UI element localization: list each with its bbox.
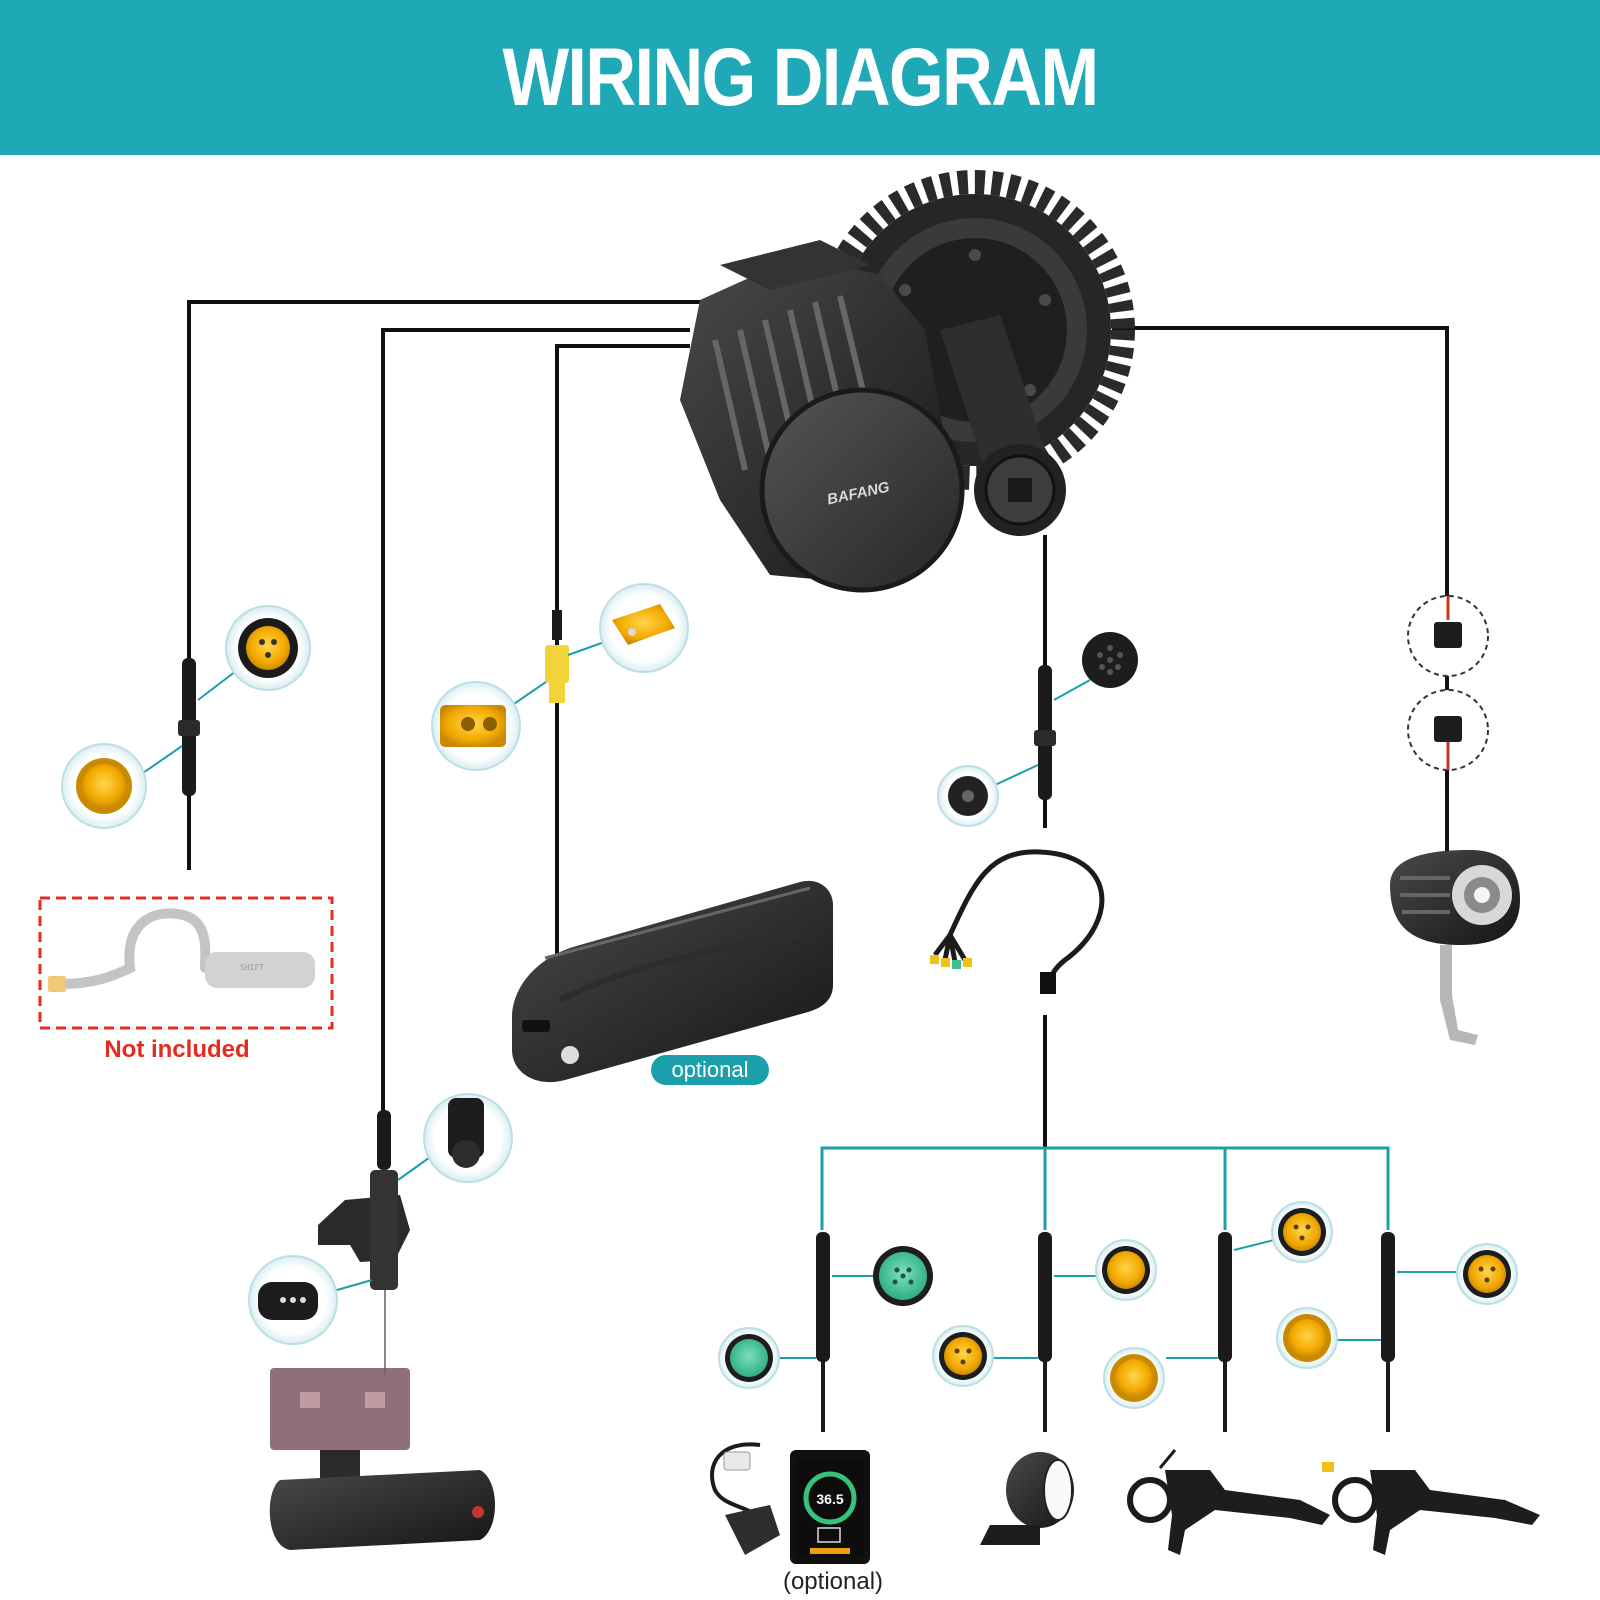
page-title: WIRING DIAGRAM xyxy=(502,32,1100,123)
speed-sensor xyxy=(269,1368,495,1550)
connector-black-8pin-male xyxy=(937,765,999,827)
not-included-label: Not included xyxy=(104,1036,250,1063)
wires xyxy=(187,300,1449,1148)
connector-yellow-3pin-female xyxy=(932,1325,994,1387)
connector-xt60-female xyxy=(431,681,521,771)
callout-lines xyxy=(994,679,1091,786)
display-unit: 36.5 xyxy=(710,1442,870,1564)
brake-right-branch-connector xyxy=(1381,1232,1395,1432)
wire-shift-sensor xyxy=(187,300,700,870)
main-harness-cable xyxy=(930,849,1105,994)
shift-sensor-not-included: SHIFT xyxy=(38,896,334,1030)
connector-yellow-3pin-male xyxy=(1103,1347,1165,1409)
connector-green-5pin-male xyxy=(718,1327,780,1389)
connector-black-3pin-female xyxy=(423,1093,513,1183)
wire-headlight xyxy=(1112,326,1449,855)
connector-green-5pin-female xyxy=(873,1246,933,1306)
svg-text:36.5: 36.5 xyxy=(816,1491,843,1507)
connector-yellow-3pin-male xyxy=(61,743,147,829)
callout-lines xyxy=(1336,1271,1456,1341)
connector-yellow-3pin-female xyxy=(225,605,311,691)
wire-battery xyxy=(555,344,690,955)
header-banner: WIRING DIAGRAM xyxy=(0,0,1600,155)
headlight-connector-top xyxy=(1407,595,1489,677)
callout-lines xyxy=(1166,1239,1275,1359)
brake-left-branch-connector xyxy=(1218,1232,1232,1432)
wire-speed-sensor xyxy=(381,328,690,1115)
connector-yellow-3pin-female xyxy=(1456,1243,1518,1305)
callout-lines xyxy=(992,1275,1098,1359)
battery-optional-badge: optional xyxy=(651,1055,769,1085)
display-optional-label: (optional) xyxy=(782,1568,884,1595)
brake-lever-left xyxy=(1127,1449,1330,1555)
brake-lever-right xyxy=(1322,1462,1540,1555)
connector-yellow-3pin-male xyxy=(1276,1307,1338,1369)
connector-black-3pin-male xyxy=(248,1255,338,1345)
headlight xyxy=(1390,850,1520,1045)
display-branch-connector xyxy=(816,1232,830,1432)
battery-connector xyxy=(545,610,569,703)
battery xyxy=(512,880,833,1083)
callout-lines xyxy=(776,1275,876,1359)
connector-xt60-male xyxy=(599,583,689,673)
throttle-branch-connector xyxy=(1038,1232,1052,1432)
motor: BAFANG xyxy=(680,240,1066,593)
harness-branches xyxy=(820,1146,1390,1230)
connector-yellow-3pin-female xyxy=(1271,1201,1333,1263)
connector-black-8pin-female xyxy=(1082,632,1138,688)
main-harness-connector xyxy=(1034,665,1056,800)
headlight-connector-bottom xyxy=(1407,689,1489,771)
shift-sensor-connector xyxy=(178,658,200,796)
thumb-throttle xyxy=(980,1452,1074,1545)
svg-text:SHIFT: SHIFT xyxy=(240,963,264,972)
connector-yellow-3pin-female xyxy=(1095,1239,1157,1301)
motor-cover xyxy=(762,390,962,590)
speed-sensor-connector xyxy=(318,1110,410,1375)
